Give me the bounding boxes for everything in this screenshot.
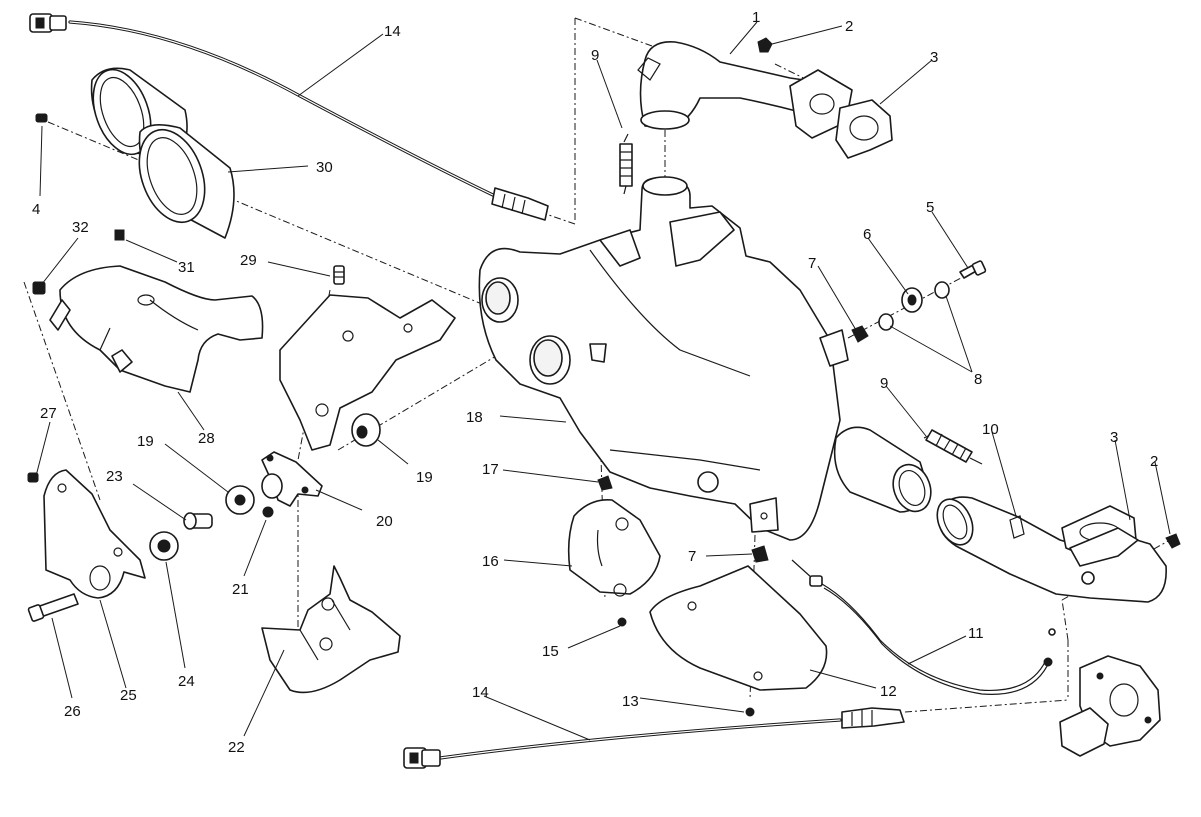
bracket-plate-16[interactable] (567, 499, 661, 597)
callout-21: 21 (232, 581, 249, 598)
callout-27: 27 (40, 405, 57, 422)
exhaust-valve-servomotor[interactable] (1059, 655, 1161, 757)
callout-19-right: 19 (416, 469, 433, 486)
callout-8: 8 (974, 371, 982, 388)
nut-13[interactable] (745, 707, 755, 717)
rubber-mount-19-left[interactable] (225, 485, 255, 515)
callout-4: 4 (32, 201, 40, 218)
screw-15[interactable] (617, 617, 627, 627)
nut-2-upper[interactable] (757, 37, 773, 53)
callout-1: 1 (752, 9, 760, 26)
bolt-29[interactable] (333, 265, 345, 285)
nut-2-lower[interactable] (1165, 533, 1181, 549)
exhaust-tip-trims[interactable] (83, 62, 235, 239)
callout-20: 20 (376, 513, 393, 530)
grommet-24[interactable] (149, 531, 179, 561)
lower-cover-12[interactable] (649, 565, 828, 691)
callout-24: 24 (178, 673, 195, 690)
callout-labels: 1 2 2 3 3 4 5 6 7 7 8 9 9 10 11 12 13 14… (32, 9, 1158, 756)
callout-9-lower: 9 (880, 375, 888, 392)
callout-5: 5 (926, 199, 934, 216)
heat-shield-lower[interactable] (261, 565, 401, 694)
callout-30: 30 (316, 159, 333, 176)
callout-14-upper: 14 (384, 23, 401, 40)
callout-17: 17 (482, 461, 499, 478)
callout-3-lower: 3 (1110, 429, 1118, 446)
rubber-bush-6[interactable] (901, 287, 923, 313)
callout-9-upper: 9 (591, 47, 599, 64)
gasket-3-lower[interactable] (1061, 505, 1139, 567)
spring-9-upper[interactable] (619, 133, 633, 195)
lambda-sensor-lower[interactable] (403, 707, 905, 769)
washers-8[interactable] (878, 281, 950, 331)
callout-10: 10 (982, 421, 999, 438)
callout-29: 29 (240, 252, 257, 269)
muffler-outlet-pipe[interactable] (833, 426, 938, 516)
callout-25: 25 (120, 687, 137, 704)
callout-6: 6 (863, 226, 871, 243)
callout-2-upper: 2 (845, 18, 853, 35)
callout-11: 11 (968, 625, 984, 642)
exhaust-header-pipe[interactable] (637, 41, 853, 139)
muffler-body[interactable] (478, 176, 849, 541)
lambda-sensor-upper[interactable] (29, 13, 549, 221)
callout-22: 22 (228, 739, 245, 756)
callout-18: 18 (466, 409, 483, 426)
spacer-23[interactable] (183, 512, 213, 530)
callout-23: 23 (106, 468, 123, 485)
callout-31: 31 (178, 259, 195, 276)
gasket-3-upper[interactable] (835, 99, 893, 159)
bolt-5[interactable] (959, 260, 987, 279)
clip-nut-17[interactable] (597, 475, 613, 491)
exhaust-header-rear[interactable] (930, 493, 1167, 603)
valve-cable-11[interactable] (791, 559, 1056, 695)
leader-lines (35, 21, 1171, 741)
callout-3-upper: 3 (930, 49, 938, 66)
callout-19-left: 19 (137, 433, 154, 450)
clip-nut-7-lower[interactable] (751, 545, 769, 563)
rubber-mount-19-right[interactable] (351, 413, 381, 447)
mount-bracket-20[interactable] (261, 451, 323, 507)
callout-15: 15 (542, 643, 559, 660)
callout-26: 26 (64, 703, 81, 720)
nut-21[interactable] (262, 506, 274, 518)
callout-7-lower: 7 (688, 548, 696, 565)
heat-shield-side[interactable] (27, 469, 146, 599)
callout-12: 12 (880, 683, 897, 700)
spring-9-lower[interactable] (923, 429, 983, 465)
callout-13: 13 (622, 693, 639, 710)
callout-28: 28 (198, 430, 215, 447)
callout-32: 32 (72, 219, 89, 236)
callout-16: 16 (482, 553, 499, 570)
screw-4[interactable] (35, 113, 48, 123)
mounting-bracket-plate[interactable] (279, 294, 456, 451)
callout-2-lower: 2 (1150, 453, 1158, 470)
callout-7-upper: 7 (808, 255, 816, 272)
bolt-26[interactable] (27, 593, 79, 622)
heat-shield-rear[interactable] (32, 229, 264, 393)
callout-14-lower: 14 (472, 684, 489, 701)
